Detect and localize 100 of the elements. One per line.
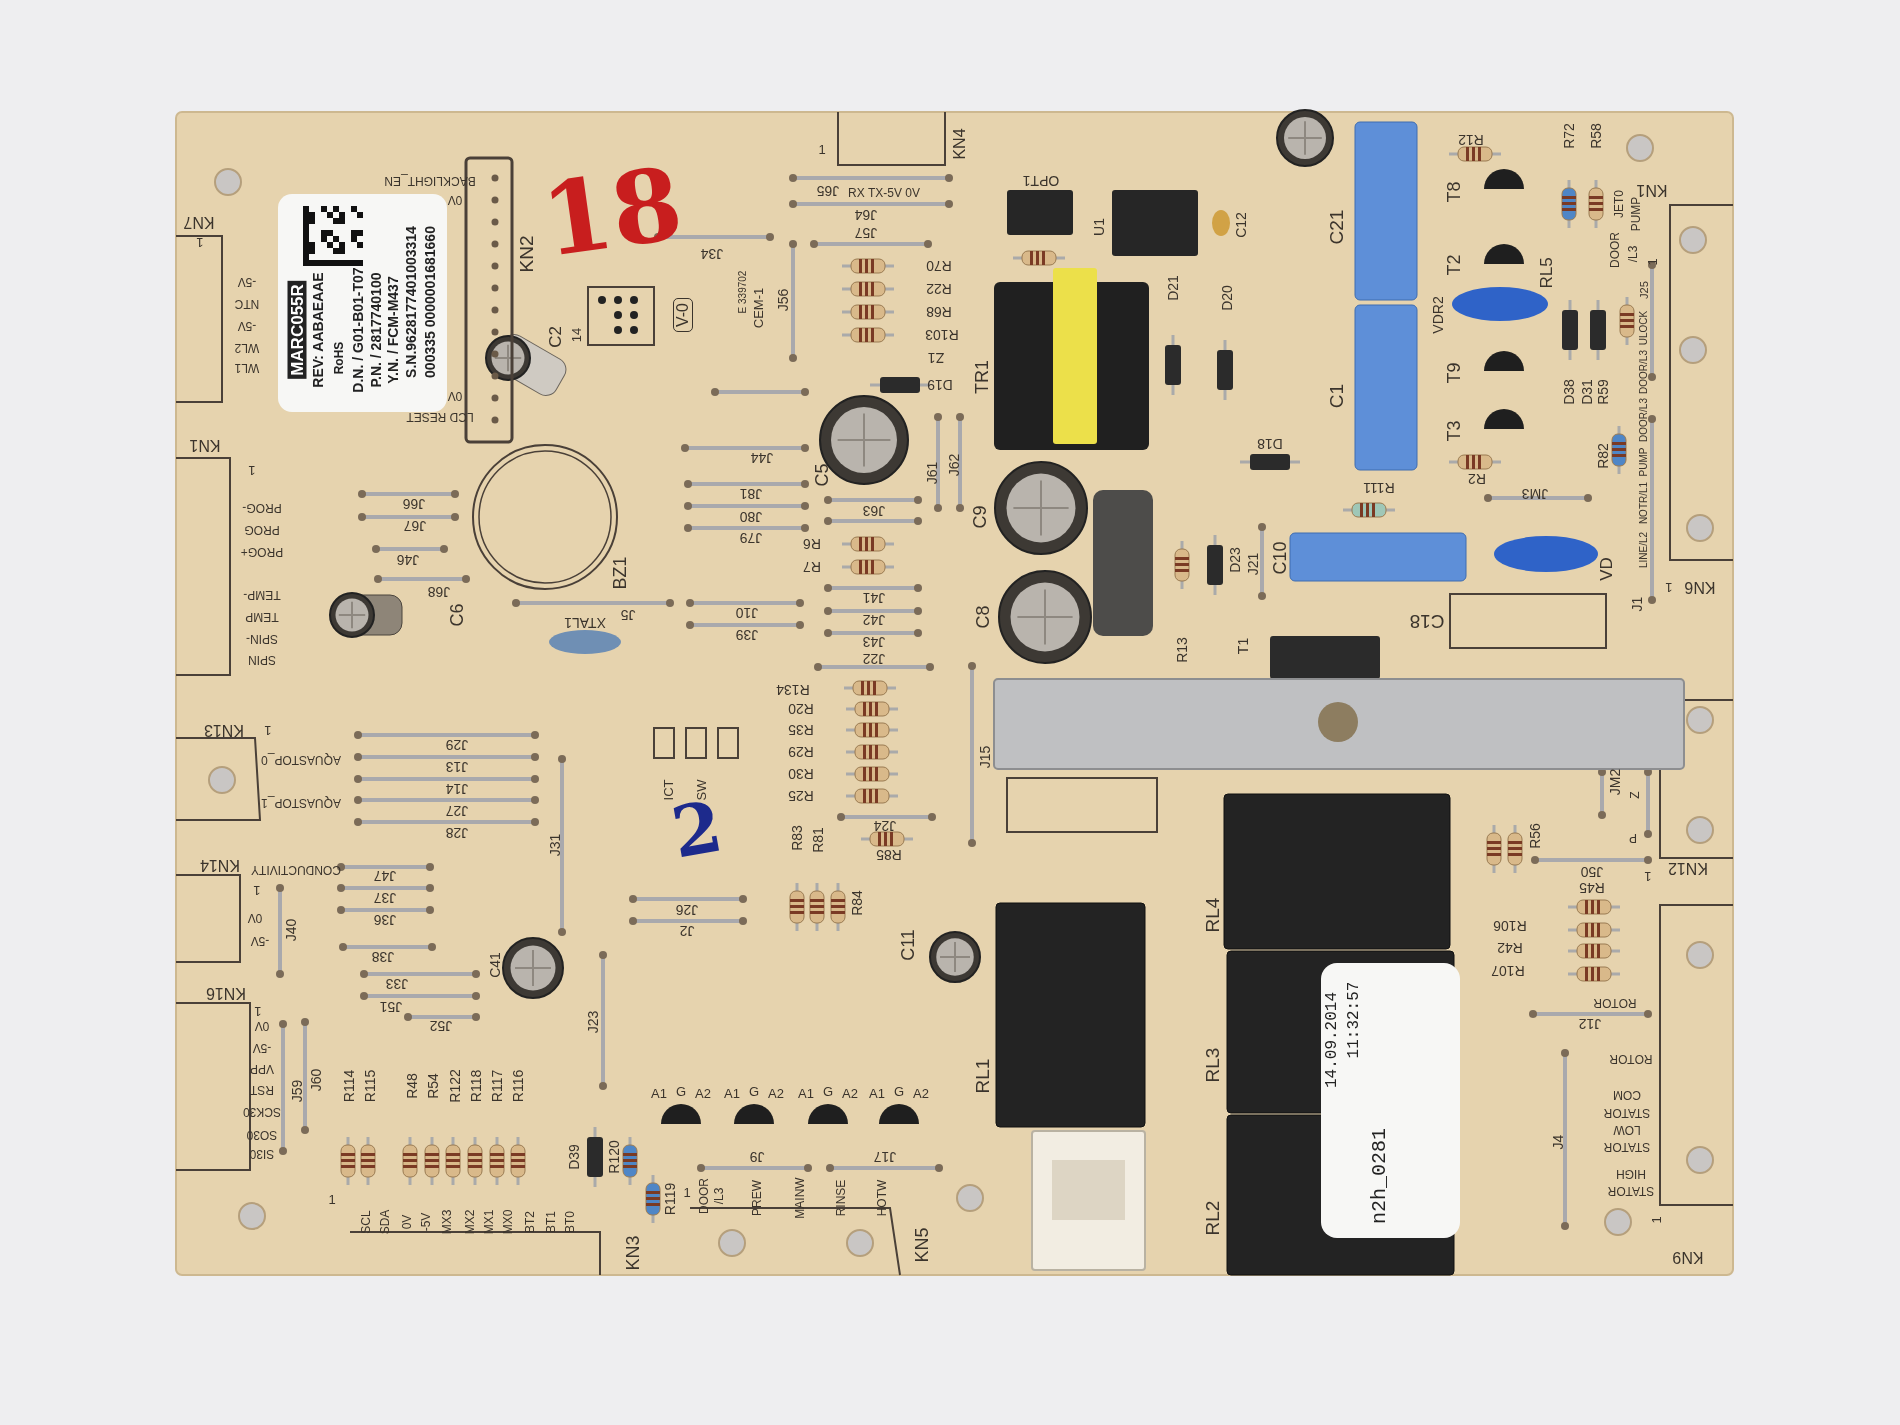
board-marking: 1 (1665, 580, 1673, 594)
pin-label: -5V (237, 276, 257, 288)
pin-label: -5V (252, 1042, 272, 1054)
connector-label: KN12 (1668, 860, 1708, 876)
component-designator: T2 (1445, 254, 1463, 276)
pin-label: PREW (751, 1180, 763, 1216)
component-designator: J61 (925, 461, 939, 485)
component-designator: D31 (1580, 379, 1594, 405)
component-designator: J27 (445, 804, 469, 818)
connector-label: KN9 (1672, 1249, 1704, 1265)
connector-label: KN6 (1684, 579, 1716, 595)
pin-label: COM (1613, 1089, 1641, 1101)
component-designator: R29 (788, 745, 814, 759)
component-designator: R120 (607, 1140, 621, 1174)
component-designator: TR1 (973, 360, 991, 394)
pin-label: /L3 (1627, 245, 1639, 263)
component-designator: JM2 (1608, 768, 1622, 796)
component-designator: J36 (373, 913, 397, 927)
board-marking: A1 (651, 1086, 667, 1100)
component-designator: R72 (1562, 123, 1576, 149)
component-designator: J9 (749, 1150, 765, 1164)
component-designator: J21 (1246, 552, 1260, 576)
pin-label: MX0 (502, 1209, 514, 1235)
pin-label: BT2 (524, 1211, 536, 1233)
component-designator: J34 (700, 247, 724, 261)
component-designator: R54 (426, 1073, 440, 1099)
component-designator: C18 (1409, 611, 1445, 631)
component-designator: VD (1597, 557, 1615, 581)
board-marking: G (822, 1084, 834, 1098)
pin-label: 0V (247, 912, 263, 924)
component-designator: R68 (926, 305, 952, 319)
pin-label: AQUASTOP_0 (261, 754, 341, 766)
component-designator: J40 (284, 918, 298, 942)
pin-label: AQUASTOP_1 (261, 797, 341, 809)
connector-label: KN3 (624, 1235, 642, 1271)
board-marking: A1 (724, 1086, 740, 1100)
pin-label: RST (250, 1084, 274, 1096)
component-designator: J81 (739, 487, 763, 501)
sticker-text: D.N. / G01-B01-T07 (351, 267, 365, 393)
board-marking: A2 (842, 1086, 858, 1100)
component-designator: J26 (675, 903, 699, 917)
component-designator: J80 (739, 510, 763, 524)
pin-label: SI30 (249, 1148, 275, 1160)
pin-label: /L3 (713, 1187, 725, 1205)
component-designator: T8 (1445, 181, 1463, 203)
component-designator: C1 (1326, 383, 1346, 409)
pin-label: MX2 (464, 1209, 476, 1235)
sticker-text: 11:32:57 (1346, 981, 1362, 1059)
component-designator: JM3 (1521, 487, 1549, 501)
component-designator: R85 (876, 848, 902, 862)
component-designator: D39 (567, 1144, 581, 1170)
sticker-text: REV: AABAEAAE (311, 272, 325, 388)
component-designator: R81 (811, 827, 825, 853)
component-designator: RL2 (1202, 1200, 1222, 1236)
pin-label: VPP (250, 1063, 274, 1075)
sticker-text: MARC055R (287, 281, 307, 379)
component-designator: R111 (1363, 481, 1395, 495)
component-designator: R48 (405, 1073, 419, 1099)
component-designator: C2 (546, 326, 564, 348)
component-designator: RL5 (1537, 257, 1555, 289)
pin-label: ULOCK (1639, 310, 1649, 346)
pin-label: SCL (360, 1210, 372, 1234)
component-designator: R114 (342, 1069, 356, 1103)
pin-label: 0V (447, 390, 463, 402)
pin-label: HOTW (876, 1179, 888, 1217)
pin-label: 0V (254, 1020, 270, 1032)
pin-label: -5V (237, 320, 257, 332)
component-designator: OPT1 (1022, 174, 1060, 188)
pin-label: LOW (1613, 1124, 1641, 1136)
component-designator: R35 (788, 723, 814, 737)
sticker-text: 000335 0000001681660 (423, 226, 437, 378)
component-designator: R59 (1596, 379, 1610, 405)
board-marking: A1 (869, 1086, 885, 1100)
board-marking: 14 (569, 327, 583, 343)
board-marking: E 339702 (738, 270, 748, 314)
board-marking: A1 (798, 1086, 814, 1100)
board-marking: G (893, 1084, 905, 1098)
sticker-text: RoHS (333, 341, 345, 375)
board-marking: CEM-1 (751, 287, 765, 329)
pin-label: LCD RESET (406, 411, 474, 423)
pin-label: DOOR/L3 (1639, 350, 1649, 394)
pin-label: DOOR/L3 (1639, 398, 1649, 442)
component-designator: J43 (862, 635, 886, 649)
board-marking: 1 (818, 142, 826, 156)
pin-label: NTC (234, 298, 260, 310)
component-designator: J28 (445, 826, 469, 840)
component-designator: J5 (620, 608, 636, 622)
component-designator: J66 (402, 497, 426, 511)
component-designator: D19 (927, 378, 953, 392)
component-designator: C8 (974, 605, 992, 629)
pin-label: 0V (401, 1214, 413, 1230)
component-designator: J17 (873, 1150, 897, 1164)
component-designator: R56 (1528, 823, 1542, 849)
board-marking: 1 (264, 723, 272, 737)
component-designator: J1 (1630, 596, 1644, 612)
board-marking: 1 (328, 1192, 336, 1206)
component-designator: J25 (1638, 281, 1650, 299)
pin-label: -5V (250, 935, 270, 947)
component-designator: R119 (663, 1182, 677, 1216)
board-marking: 1 (1644, 869, 1652, 883)
